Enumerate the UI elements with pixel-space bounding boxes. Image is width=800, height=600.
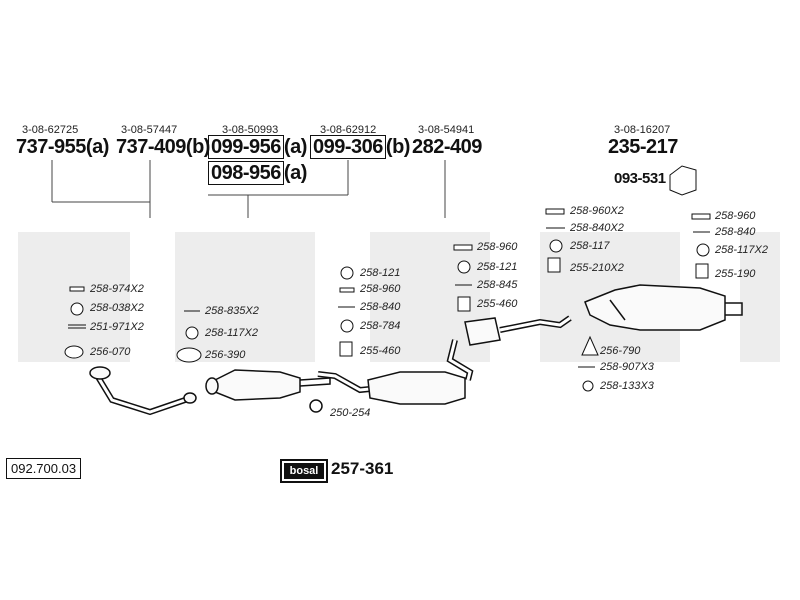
part-number[interactable]: 282-409 (412, 136, 482, 158)
part-label[interactable]: 258-960 (715, 210, 756, 222)
catalog-id: 092.700.03 (6, 458, 82, 479)
part-label[interactable]: 258-960 (477, 241, 518, 253)
kit-part-number[interactable]: 257-361 (331, 459, 394, 478)
part-label[interactable]: 258-117X2 (205, 327, 259, 339)
part-label[interactable]: 258-133X3 (600, 380, 654, 392)
part-label[interactable]: 258-907X3 (600, 361, 654, 373)
part-label[interactable]: 258-121 (360, 267, 401, 279)
part-label[interactable]: 258-960 (360, 283, 401, 295)
part-label[interactable]: 258-845 (477, 279, 518, 291)
part-label[interactable]: 258-840 (715, 226, 756, 238)
brand-logo: bosal (280, 459, 328, 483)
sub-part-number[interactable]: 093-531 (614, 170, 666, 187)
watermark-b (18, 232, 130, 362)
part-code: 3-08-50993 (222, 124, 279, 136)
part-label[interactable]: 258-974X2 (90, 283, 144, 295)
part-label[interactable]: 258-038X2 (90, 302, 144, 314)
part-code: 3-08-57447 (121, 124, 178, 136)
part-number[interactable]: 099-956(a) (208, 135, 307, 159)
part-number[interactable]: 737-955(a) (16, 136, 109, 158)
part-label[interactable]: 258-117 (570, 240, 610, 252)
part-label[interactable]: 250-254 (330, 407, 371, 419)
part-label[interactable]: 255-210X2 (570, 262, 624, 274)
part-label[interactable]: 258-784 (360, 320, 401, 332)
part-label[interactable]: 258-117X2 (715, 244, 769, 256)
part-label[interactable]: 256-790 (600, 345, 641, 357)
part-label[interactable]: 258-121 (477, 261, 518, 273)
watermark-l (740, 232, 780, 362)
part-label[interactable]: 256-390 (205, 349, 246, 361)
part-label[interactable]: 251-971X2 (90, 321, 144, 333)
part-number[interactable]: 737-409(b) (116, 136, 210, 158)
part-code: 3-08-62912 (320, 124, 377, 136)
part-code: 3-08-16207 (614, 124, 671, 136)
part-label[interactable]: 258-840X2 (570, 222, 624, 234)
part-code: 3-08-54941 (418, 124, 475, 136)
watermark-o (175, 232, 315, 362)
part-number[interactable]: 235-217 (608, 136, 678, 158)
part-number[interactable]: 099-306(b) (310, 135, 410, 159)
part-label[interactable]: 256-070 (90, 346, 131, 358)
part-label[interactable]: 258-960X2 (570, 205, 624, 217)
part-label[interactable]: 255-460 (360, 345, 401, 357)
alt-part-number[interactable]: 098-956(a) (208, 161, 307, 185)
part-label[interactable]: 255-460 (477, 298, 518, 310)
part-label[interactable]: 258-835X2 (205, 305, 259, 317)
part-label[interactable]: 258-840 (360, 301, 401, 313)
part-code: 3-08-62725 (22, 124, 79, 136)
part-label[interactable]: 255-190 (715, 268, 756, 280)
